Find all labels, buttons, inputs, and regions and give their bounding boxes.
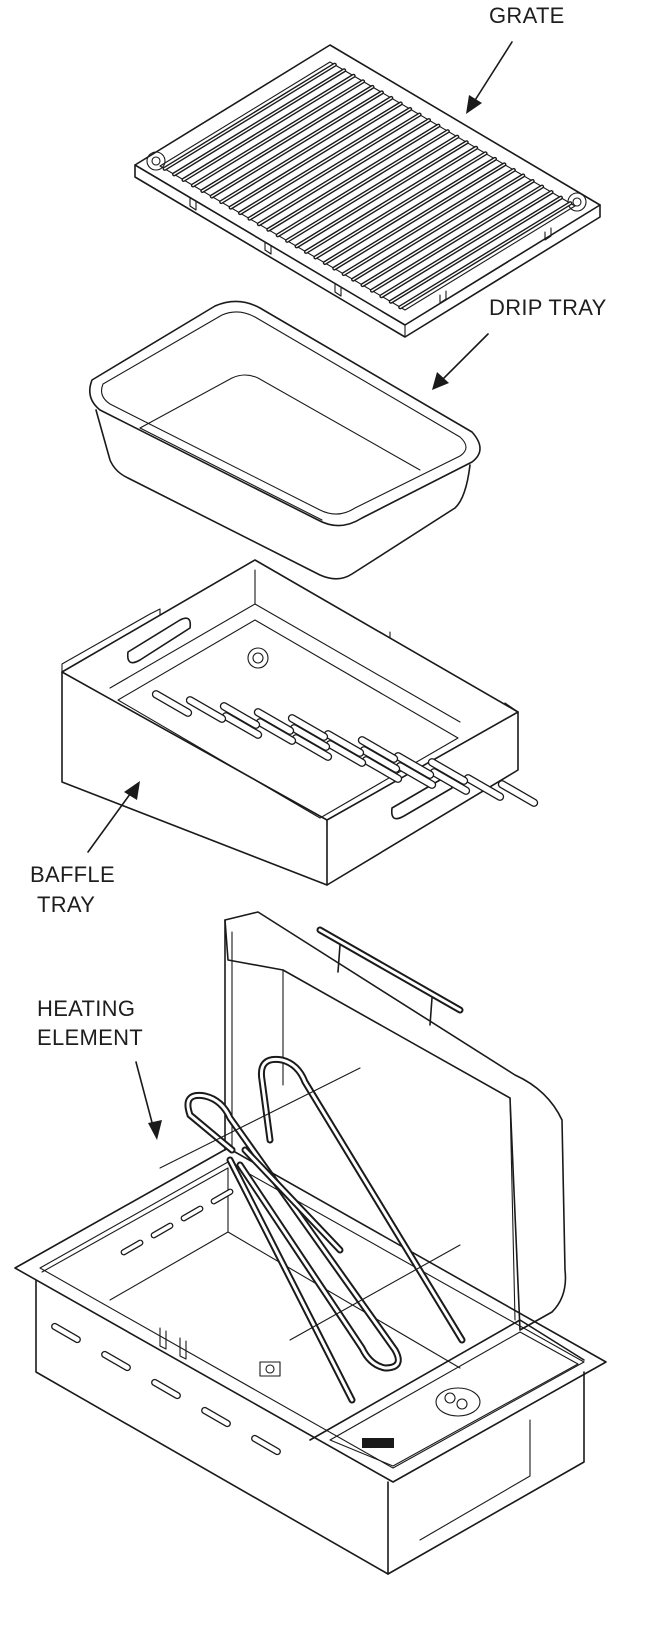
grate-illustration [134, 44, 601, 338]
grate-bar-highlight [239, 108, 411, 214]
inner-wall-slot [180, 1205, 204, 1222]
body-slot [201, 1406, 231, 1428]
heating-element-arrow [135, 1061, 162, 1140]
grate-bar-highlight [211, 91, 383, 198]
baffle-slot [219, 702, 261, 729]
baffle-slot [151, 690, 193, 717]
baffle-slot [287, 714, 329, 741]
grate-bar-highlight [314, 152, 487, 259]
grate-bar-highlight [371, 185, 543, 292]
grate-bar-highlight [258, 119, 430, 225]
grate-bar-highlight [361, 180, 534, 286]
grate-arrow [466, 41, 513, 114]
grate-bar-highlight [305, 147, 477, 253]
baffle-tray-label-line2: TRAY [37, 892, 96, 917]
drip-tray-arrow [432, 333, 489, 390]
baffle-slot [497, 780, 539, 807]
grate-bar-highlight [399, 202, 571, 308]
drip-tray-illustration [89, 300, 481, 580]
body-slot [51, 1322, 81, 1344]
grate-bar-highlight [352, 174, 524, 281]
baffle-tray-label-line1: BAFFLE [30, 862, 115, 887]
inner-wall-slot [150, 1222, 174, 1239]
grate-bar-highlight [295, 141, 468, 248]
baffle-slot [185, 696, 227, 723]
inner-wall-slot [120, 1239, 144, 1256]
grate-bar-highlight [248, 113, 421, 220]
baffle-slot [253, 708, 295, 735]
grate-bar-highlight [390, 196, 562, 303]
heating-element-label-line2: ELEMENT [37, 1025, 144, 1050]
grate-bar-highlight [192, 80, 364, 187]
drip-tray-label: DRIP TRAY [489, 295, 607, 320]
grate-bar-highlight [267, 124, 440, 231]
baffle-tray-illustration [61, 559, 539, 886]
baffle-slot [427, 758, 469, 785]
body-slot [101, 1350, 131, 1372]
grate-label: GRATE [489, 3, 565, 28]
grate-bar-highlight [229, 102, 402, 209]
grill-body-illustration [14, 911, 607, 1575]
grate-bar-highlight [201, 86, 374, 192]
grate-bar-highlight [324, 158, 496, 264]
body-slot [151, 1378, 181, 1400]
baffle-slot [357, 736, 399, 763]
heating-element-label-line1: HEATING [37, 996, 136, 1021]
grate-bar-highlight [380, 191, 553, 297]
grate-bar-highlight [286, 136, 458, 242]
body-slot [251, 1434, 281, 1456]
grate-bar-highlight [220, 97, 392, 203]
inner-wall-slot [210, 1188, 234, 1205]
grate-bar-highlight [343, 169, 515, 275]
grate-bar-highlight [173, 69, 345, 176]
grate-bar-highlight [182, 75, 355, 181]
heating-element-illustration [159, 1055, 466, 1404]
grate-bar-highlight [277, 130, 449, 236]
baffle-tray-arrow [87, 781, 140, 853]
baffle-slot [463, 774, 505, 801]
grate-bar-highlight [164, 64, 336, 170]
grate-bar-highlight [333, 163, 506, 270]
